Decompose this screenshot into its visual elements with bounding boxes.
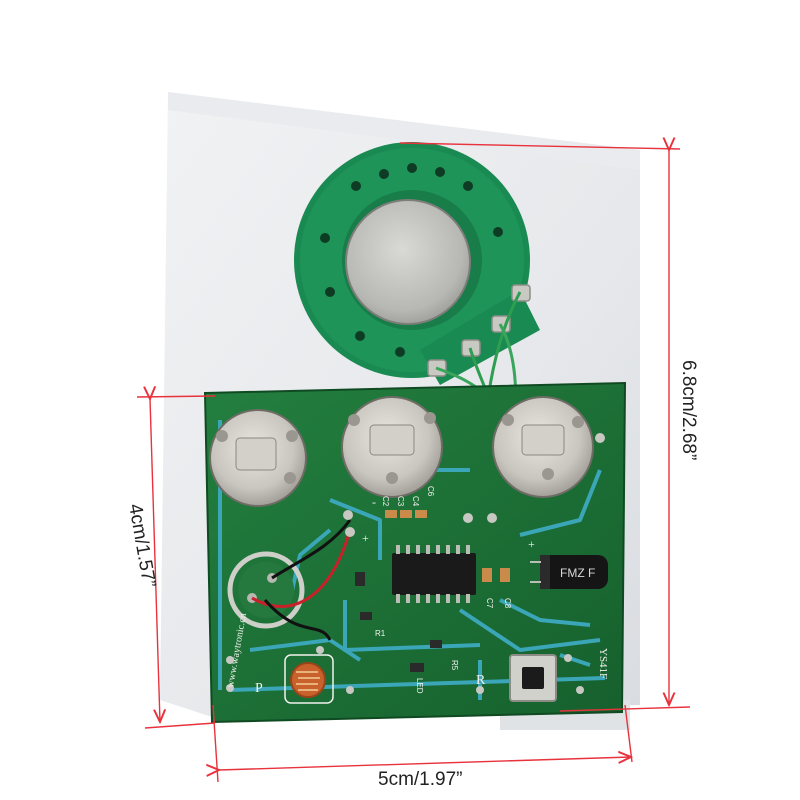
silkscreen-minus-top: - bbox=[372, 495, 376, 509]
silkscreen-r: R bbox=[476, 673, 486, 688]
silkscreen-plus-cap: + bbox=[528, 537, 535, 551]
total-height-label: 6.8cm/2.68” bbox=[678, 360, 699, 460]
photoresistor bbox=[284, 654, 334, 704]
silkscreen-r5: R5 bbox=[450, 660, 459, 671]
svg-text:FMZ F: FMZ F bbox=[560, 566, 595, 580]
silkscreen-r1: R1 bbox=[375, 629, 386, 638]
battery-holder-middle bbox=[341, 396, 443, 498]
microphone bbox=[227, 551, 305, 629]
solder-pads bbox=[226, 433, 605, 694]
silkscreen-model: YS41F bbox=[597, 648, 609, 679]
width-label: 5cm/1.97” bbox=[378, 769, 462, 790]
speaker-magnet bbox=[345, 199, 471, 325]
tact-switch bbox=[509, 654, 557, 702]
silkscreen-c4: C4 bbox=[411, 496, 420, 507]
silkscreen-c7: C7 bbox=[485, 598, 494, 609]
electrolytic-capacitor: FMZ F bbox=[530, 555, 608, 589]
smd-components bbox=[355, 510, 510, 672]
silkscreen-c6: C6 bbox=[426, 486, 435, 497]
battery-holder-right bbox=[492, 396, 594, 498]
pcb-board: FMZ F bbox=[203, 381, 627, 724]
silkscreen-c2: C2 bbox=[381, 496, 390, 507]
speaker-vent-holes bbox=[320, 163, 503, 357]
silkscreen-led: LED bbox=[415, 678, 424, 694]
silkscreen-c8: C8 bbox=[503, 598, 512, 609]
dimension-annotations bbox=[136, 143, 691, 783]
speaker bbox=[294, 142, 540, 385]
silkscreen-plus-top: + bbox=[362, 531, 369, 545]
ic-chip bbox=[392, 545, 476, 603]
microphone-wires bbox=[251, 519, 352, 641]
silkscreen-c3: C3 bbox=[396, 496, 405, 507]
battery-holder-left bbox=[209, 409, 307, 507]
silkscreen-p: P bbox=[255, 681, 263, 696]
